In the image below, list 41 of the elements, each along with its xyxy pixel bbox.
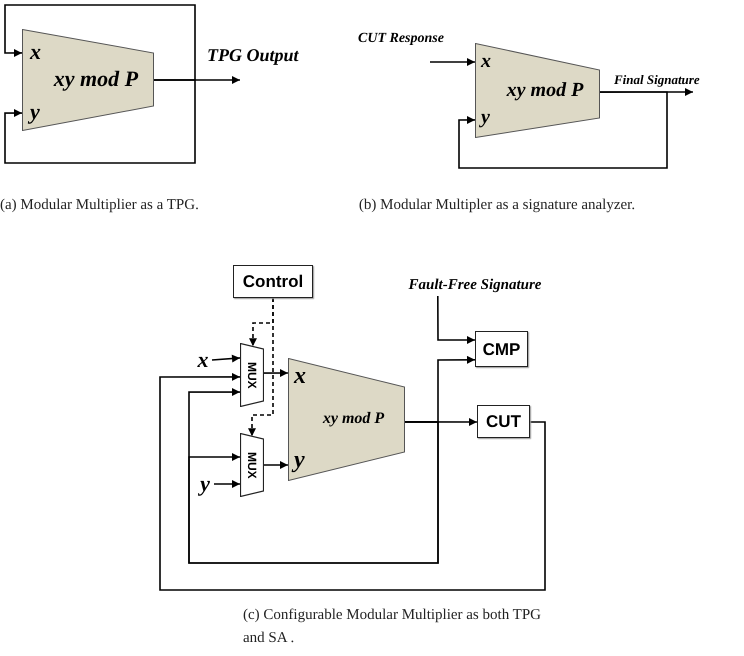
figure-caption: (a) Modular Multiplier as a TPG. <box>0 196 199 215</box>
control-line <box>248 298 274 436</box>
connector-arrow <box>264 369 288 378</box>
connector-arrow <box>212 354 240 363</box>
input-label: y <box>196 471 214 497</box>
port-label: y <box>481 107 490 127</box>
connector-arrow <box>4 4 196 81</box>
edge-label: CUT Response <box>358 32 444 46</box>
operation-label: xy mod P <box>505 80 584 100</box>
multiplier-block <box>22 29 154 131</box>
connector-arrow <box>154 76 240 84</box>
connector-arrow <box>4 79 196 164</box>
block-box: Control <box>233 265 313 298</box>
connector-arrow <box>458 91 668 169</box>
port-label: x <box>294 364 306 388</box>
connector-arrow <box>264 461 288 469</box>
mux-block <box>240 343 264 407</box>
port-label: y <box>294 448 305 472</box>
operation-label: xy mod P <box>322 410 386 427</box>
port-label: y <box>30 101 40 123</box>
multiplier-block <box>288 358 405 481</box>
block-box: CMP <box>475 331 528 367</box>
connector-arrow <box>437 296 475 344</box>
connector-arrow <box>159 372 546 591</box>
block-box: CUT <box>477 405 530 438</box>
operation-label: xy mod P <box>52 68 140 90</box>
multiplier-block <box>475 43 600 138</box>
figure-caption: (c) Configurable Modular Multiplier as both TPG and SA . <box>243 606 542 648</box>
input-label: x <box>194 347 212 373</box>
edge-label: TPG Output <box>207 46 299 64</box>
figure-caption: (b) Modular Multipler as a signature analyzer. <box>358 196 636 215</box>
port-label: x <box>30 41 41 63</box>
mux-label: MUX <box>246 452 258 478</box>
connector-arrow <box>430 58 475 66</box>
connector-arrow <box>214 480 240 488</box>
input-label: Fault-Free Signature <box>382 274 568 296</box>
edge-label: Final Signature <box>614 73 700 86</box>
mux-block <box>240 433 264 497</box>
port-label: x <box>481 51 491 71</box>
mux-label: MUX <box>246 362 258 388</box>
connector-arrow <box>188 421 439 564</box>
